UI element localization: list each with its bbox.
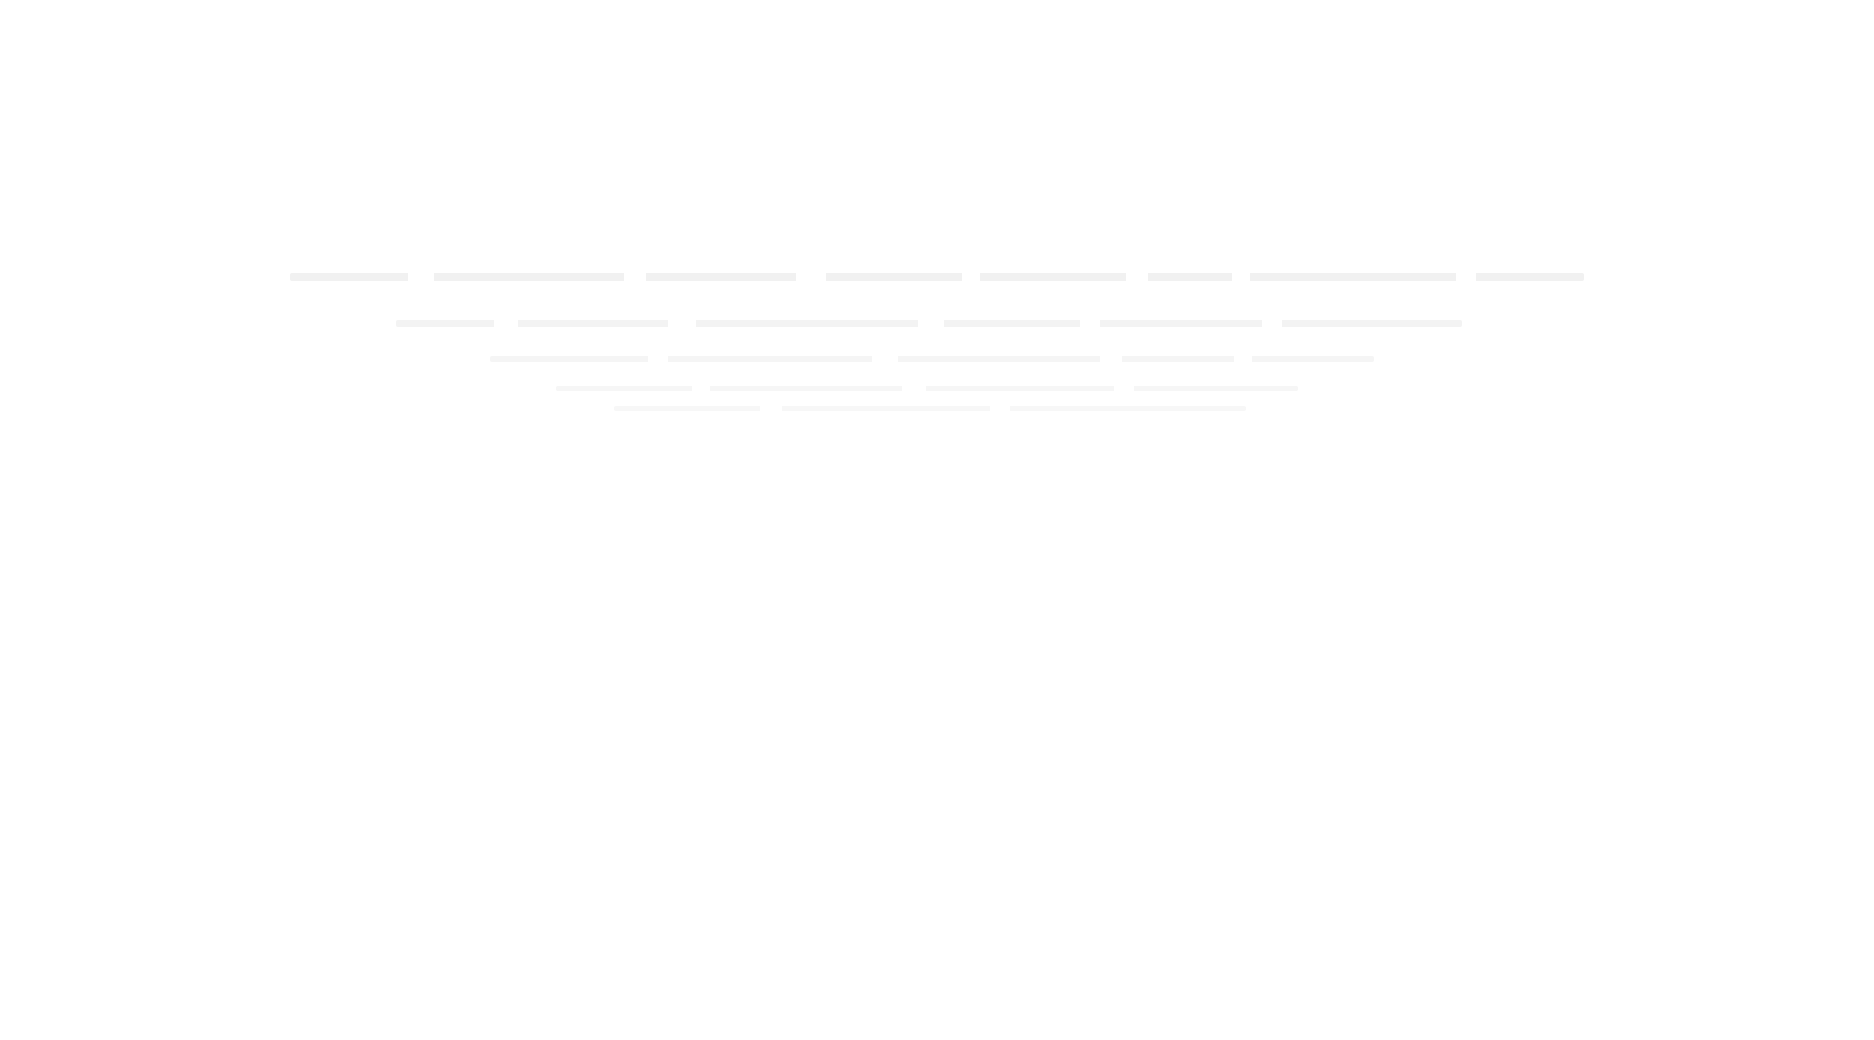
word-gap xyxy=(990,404,1010,414)
word-gap xyxy=(796,272,826,282)
word-gap xyxy=(1456,272,1476,282)
word-gap xyxy=(918,319,944,329)
faded-text-line-3 xyxy=(490,356,1374,362)
word-gap xyxy=(624,272,646,282)
word-gap xyxy=(962,272,980,282)
word-gap xyxy=(668,319,696,329)
faded-text-line-1 xyxy=(290,273,1584,281)
faded-text-line-5 xyxy=(614,406,1246,411)
word-gap xyxy=(692,384,710,394)
word-gap xyxy=(1126,272,1148,282)
word-gap xyxy=(760,404,782,414)
word-gap xyxy=(1080,319,1100,329)
word-gap xyxy=(648,354,668,364)
word-gap xyxy=(1100,354,1122,364)
word-gap xyxy=(1114,384,1134,394)
word-gap xyxy=(1234,354,1252,364)
word-gap xyxy=(1232,272,1250,282)
word-gap xyxy=(494,319,518,329)
word-gap xyxy=(902,384,926,394)
faded-text-line-4 xyxy=(556,386,1298,391)
word-gap xyxy=(1262,319,1282,329)
word-gap xyxy=(408,272,434,282)
word-gap xyxy=(872,354,898,364)
